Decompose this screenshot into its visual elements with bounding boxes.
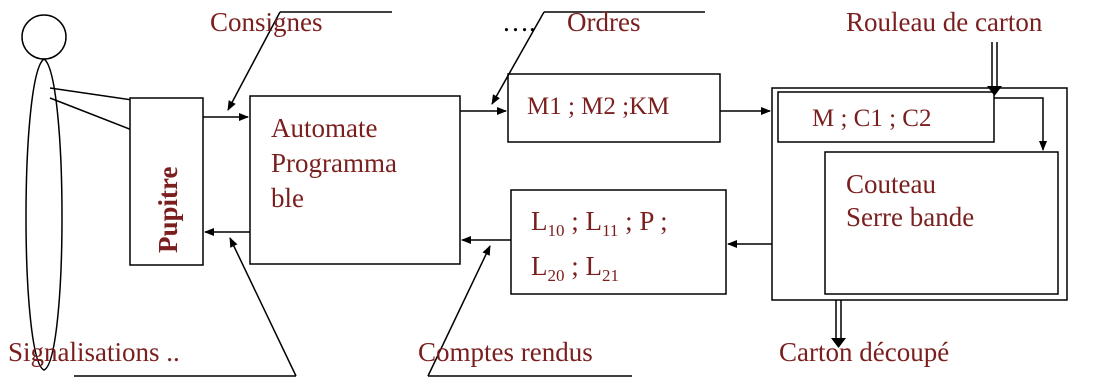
ordres-label: Ordres — [567, 7, 640, 37]
comptes-rendus-label: Comptes rendus — [418, 337, 593, 367]
leader-lines — [74, 11, 705, 377]
couteau-label-line2: Serre bande — [846, 202, 974, 232]
pupitre-label: Pupitre — [153, 166, 183, 253]
capteurs-block: L10 ; L11 ; P ; L20 ; L21 — [510, 189, 727, 295]
ordres-box-label: M1 ; M2 ;KM — [527, 93, 669, 120]
partie-operative-block: M ; C1 ; C2 Couteau Serre bande — [771, 87, 1068, 301]
material-flow-arrows — [831, 42, 1002, 348]
flow-labels: Consignes …. Ordres Rouleau de carton Si… — [8, 7, 1043, 367]
automate-label-line2: Programma — [271, 148, 397, 178]
pupitre-block: Pupitre — [129, 97, 204, 266]
automate-block: Automate Programma ble — [249, 95, 461, 265]
actionneurs-label: M ; C1 ; C2 — [812, 105, 931, 132]
couteau-label-line1: Couteau — [846, 169, 936, 199]
capteurs-line1: L10 ; L11 ; P ; — [531, 206, 668, 240]
capteurs-line2: L20 ; L21 — [531, 251, 619, 285]
connection-arrows — [203, 97, 1047, 248]
signalisations-label: Signalisations .. — [8, 337, 180, 367]
carton-decoupe-label: Carton découpé — [779, 337, 949, 367]
ordres-block: M1 ; M2 ;KM — [507, 73, 721, 143]
automate-label-line3: ble — [271, 183, 304, 213]
automate-label-line1: Automate — [271, 113, 377, 143]
rouleau-label: Rouleau de carton — [846, 7, 1043, 37]
consignes-label: Consignes — [210, 7, 323, 37]
ordres-prefix-label: …. — [502, 7, 536, 37]
operator-figure — [21, 14, 133, 371]
